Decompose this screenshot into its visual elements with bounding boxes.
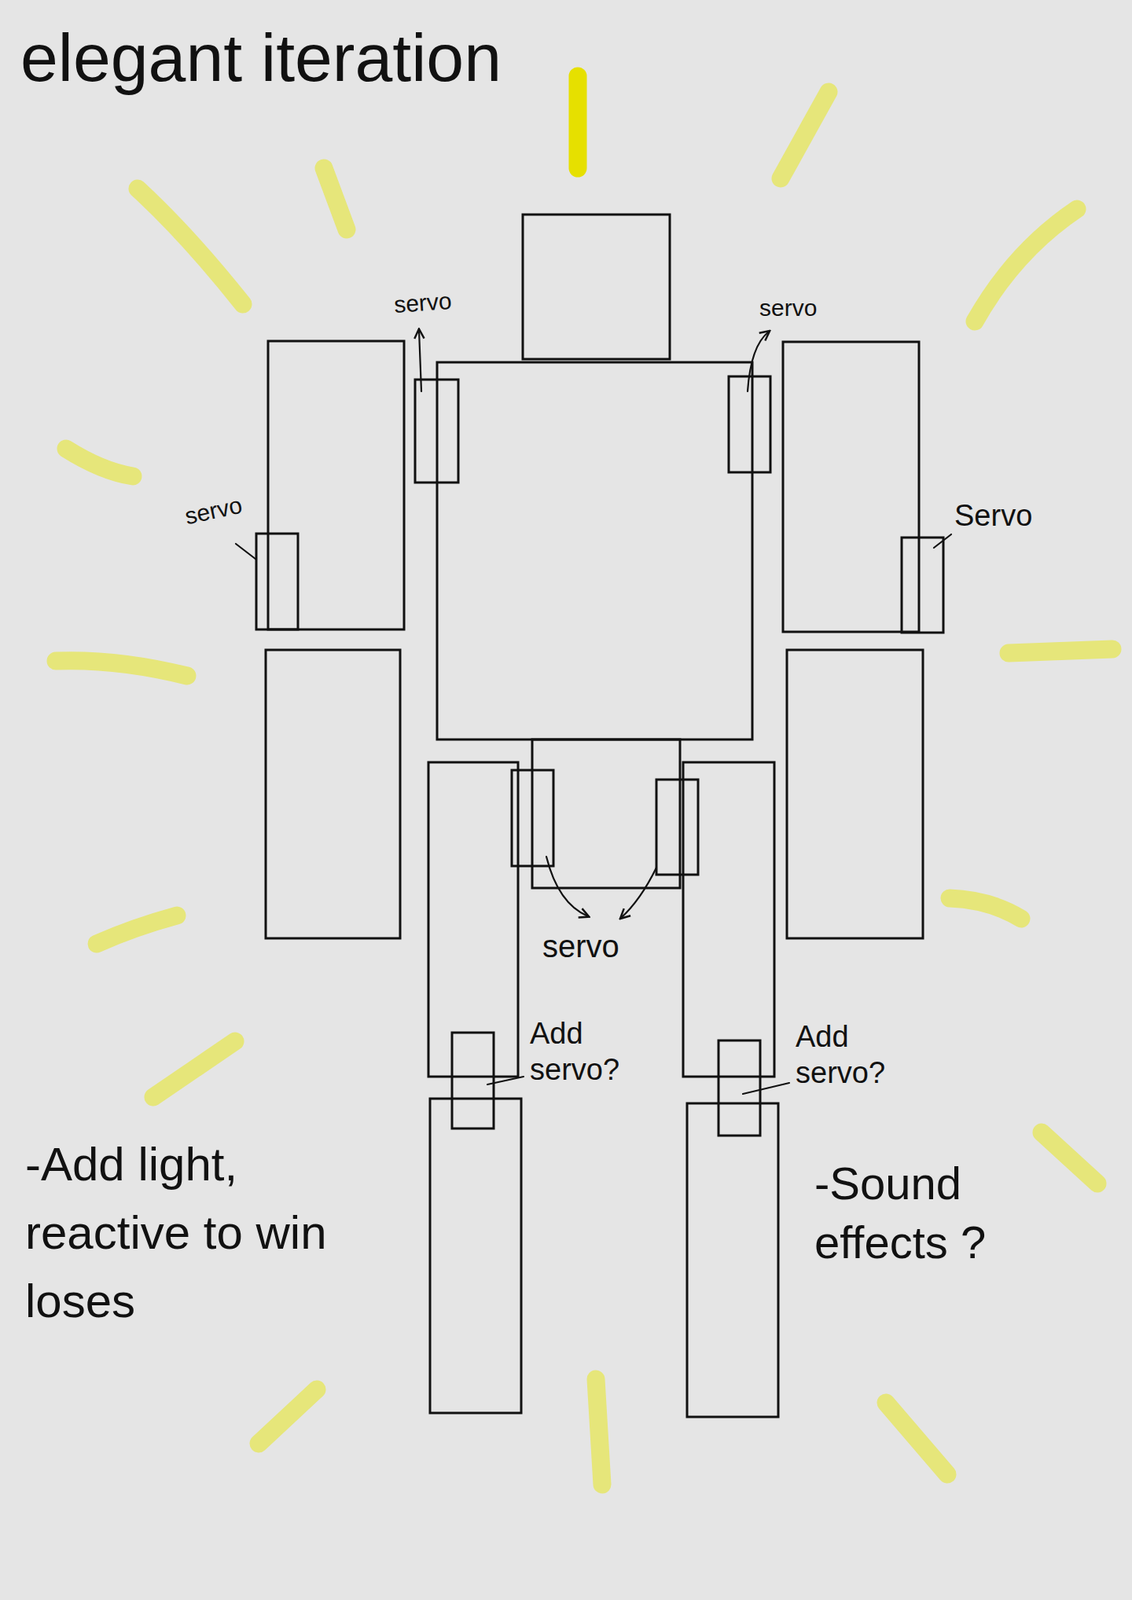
shin bbox=[430, 1098, 522, 1414]
lower-arm bbox=[265, 650, 401, 939]
glow-ray bbox=[137, 188, 243, 305]
leader-line bbox=[742, 1083, 790, 1095]
lower-arm bbox=[786, 650, 923, 939]
glow-ray bbox=[1008, 649, 1113, 654]
thigh bbox=[428, 762, 519, 1077]
servo-note: Add servo? bbox=[529, 1016, 640, 1088]
servo-box bbox=[728, 376, 771, 473]
servo-box bbox=[452, 1032, 494, 1129]
glow-ray bbox=[323, 168, 347, 230]
servo-box bbox=[415, 379, 459, 483]
servo-label: servo bbox=[759, 294, 817, 323]
torso bbox=[437, 362, 753, 740]
servo-box bbox=[656, 779, 699, 875]
leader-line bbox=[418, 330, 422, 392]
glow-ray bbox=[569, 76, 588, 169]
leader-lines bbox=[235, 330, 952, 1095]
servo-note: Add servo? bbox=[795, 1019, 906, 1092]
glow-ray bbox=[258, 1389, 317, 1445]
leader-line bbox=[235, 543, 257, 560]
servo-box bbox=[718, 1040, 761, 1136]
thigh bbox=[683, 762, 775, 1077]
glow-ray bbox=[780, 91, 829, 179]
leader-line bbox=[747, 331, 769, 392]
servo-label: servo bbox=[542, 927, 620, 966]
servo-box bbox=[901, 537, 944, 633]
glow-ray bbox=[885, 1403, 948, 1475]
light-note: -Add light, reactive to win loses bbox=[25, 1130, 348, 1336]
servo-box bbox=[256, 533, 298, 630]
sound-note: -Sound effects ? bbox=[814, 1154, 1051, 1273]
head bbox=[522, 214, 670, 360]
shin bbox=[687, 1103, 779, 1418]
glow-ray bbox=[66, 448, 133, 477]
glow-rays bbox=[55, 76, 1113, 1485]
glow-ray bbox=[96, 915, 177, 945]
upper-arm bbox=[268, 341, 405, 630]
glow-ray bbox=[1041, 1132, 1098, 1184]
upper-arm bbox=[782, 341, 919, 633]
glow-ray bbox=[153, 1041, 236, 1098]
glow-ray bbox=[55, 661, 188, 677]
servo-box bbox=[511, 770, 554, 867]
title: elegant iteration bbox=[20, 17, 502, 99]
glow-ray bbox=[949, 898, 1022, 919]
servo-label: Servo bbox=[954, 498, 1033, 535]
leader-line bbox=[621, 867, 657, 919]
leader-line bbox=[933, 534, 952, 548]
servo-label: servo bbox=[182, 491, 245, 531]
servo-label: servo bbox=[393, 286, 453, 320]
leader-line bbox=[487, 1076, 524, 1085]
glow-ray bbox=[974, 209, 1077, 322]
glow-ray bbox=[595, 1379, 603, 1485]
leader-line bbox=[546, 856, 589, 917]
